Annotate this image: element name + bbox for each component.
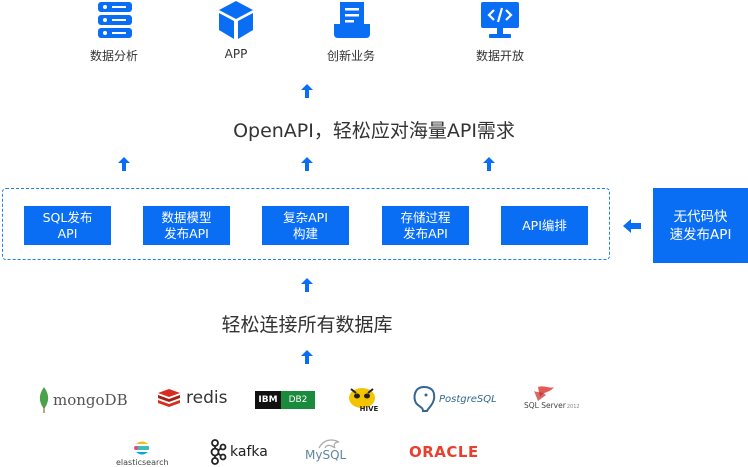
- data-model-publish-api-box: 数据模型 发布API: [143, 206, 230, 245]
- oracle-logo: ORACLE: [409, 443, 479, 461]
- elasticsearch-text: elasticsearch: [116, 458, 169, 467]
- document-icon: [334, 2, 370, 38]
- arrow-up-icon: [301, 278, 313, 292]
- db2-logo: IBM DB2: [255, 391, 315, 409]
- top-item-label: 数据分析: [89, 49, 138, 63]
- mysql-dolphin-icon: [318, 439, 340, 449]
- stored-procedure-publish-api-box: 存储过程 发布API: [382, 206, 469, 245]
- redis-cube-icon: [158, 389, 180, 407]
- mongodb-logo: mongoDB: [38, 387, 128, 413]
- api-process-group: [2, 188, 610, 260]
- mysql-logo: MySQL: [305, 436, 346, 462]
- arrow-left-icon: [623, 219, 641, 233]
- sqlserver-flag-icon: [534, 386, 554, 401]
- hive-text: HIVE: [359, 405, 379, 413]
- cube-icon: [219, 1, 253, 39]
- top-item-label: 数据开放: [475, 49, 524, 63]
- complex-api-build-box: 复杂API 构建: [262, 206, 349, 245]
- sql-publish-api-box: SQL发布 API: [24, 206, 111, 245]
- code-monitor-icon: [481, 2, 519, 38]
- sqlserver-text: SQL Server: [524, 401, 566, 410]
- top-item-label: 创新业务: [326, 49, 375, 63]
- arrow-up-icon: [301, 157, 313, 171]
- elasticsearch-logo: elasticsearch: [116, 440, 169, 467]
- sqlserver-version-text: 2012: [566, 404, 580, 410]
- postgresql-elephant-icon: [413, 385, 436, 412]
- arrow-up-icon: [118, 157, 130, 171]
- no-code-publish-api-box: 无代码快 速发布API: [653, 188, 748, 263]
- api-orchestration-box: API编排: [501, 206, 588, 245]
- db2-text: DB2: [281, 391, 315, 409]
- arrow-up-icon: [301, 350, 313, 364]
- elasticsearch-icon: [134, 441, 150, 455]
- hive-bee-icon: [349, 388, 375, 408]
- ibm-text: IBM: [255, 391, 281, 409]
- server-stack-icon: [98, 2, 132, 38]
- kafka-nodes-icon: [210, 439, 227, 465]
- redis-text: redis: [186, 388, 228, 408]
- kafka-text: kafka: [230, 444, 268, 460]
- bottom-heading: 轻松连接所有数据库: [221, 314, 393, 336]
- oracle-text: ORACLE: [409, 443, 479, 461]
- hive-logo: HIVE: [345, 383, 379, 413]
- mongodb-leaf-icon: [39, 387, 49, 413]
- mysql-text: MySQL: [305, 448, 347, 462]
- postgresql-logo: PostgreSQL: [411, 385, 497, 413]
- sqlserver-logo: SQL Server 2012: [524, 385, 580, 410]
- postgresql-text: PostgreSQL: [439, 393, 497, 405]
- mongodb-text: mongoDB: [53, 391, 128, 409]
- redis-logo: redis: [157, 388, 227, 408]
- arrow-up-icon: [301, 84, 313, 98]
- main-heading: OpenAPI，轻松应对海量API需求: [233, 120, 515, 142]
- arrow-up-icon: [483, 157, 495, 171]
- top-item-label: APP: [224, 47, 248, 61]
- kafka-logo: kafka: [209, 439, 268, 465]
